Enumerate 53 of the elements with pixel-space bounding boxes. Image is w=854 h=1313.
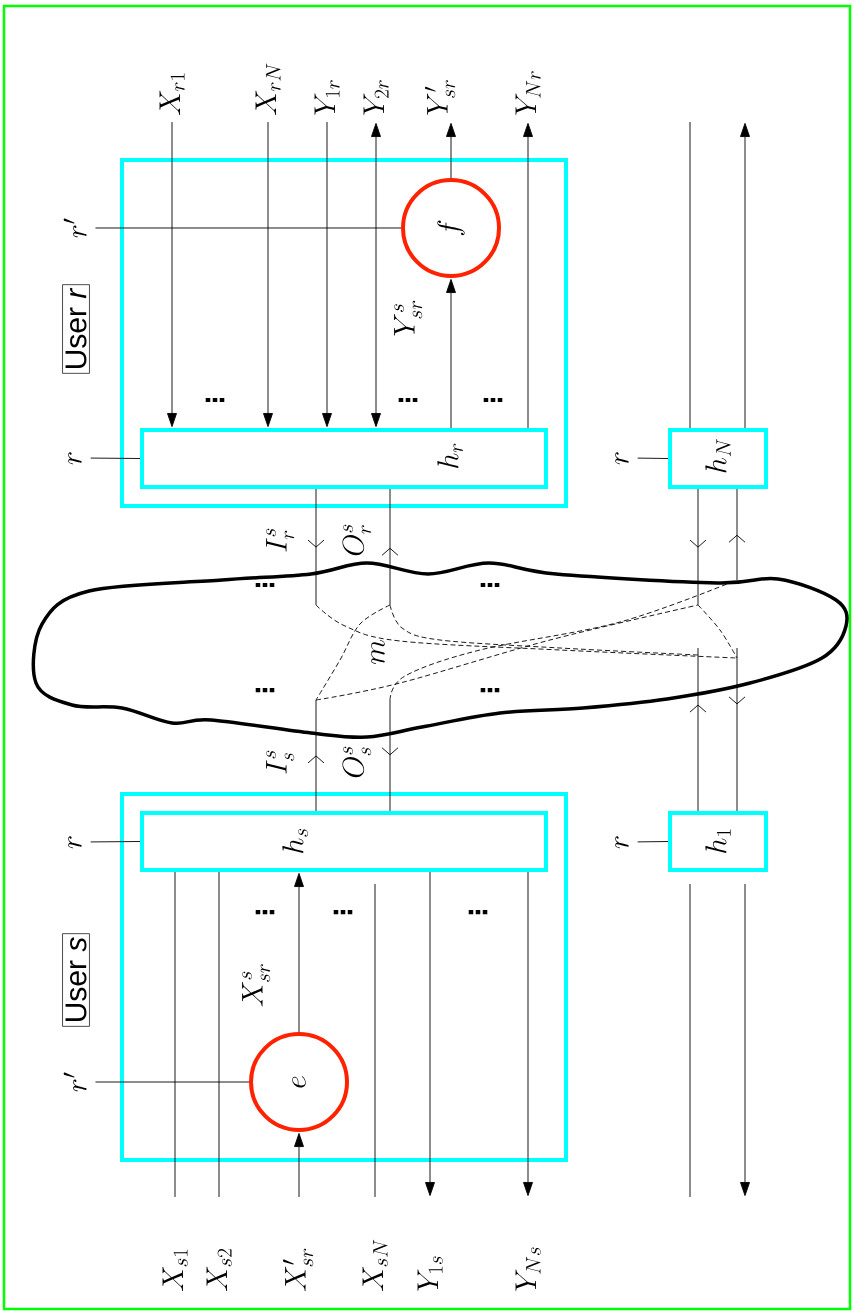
ellipsis-label: ⋮	[398, 397, 418, 403]
ellipsis-label: ⋮	[205, 397, 225, 403]
process-box: $h_r$	[140, 428, 548, 489]
edge-label: $O^s_r$	[342, 522, 372, 558]
node-label: User s	[65, 937, 87, 1022]
arrow	[322, 121, 332, 428]
ellipsis-label: ⋮	[255, 687, 275, 693]
arrow	[446, 279, 456, 429]
edge-label: $X^s_{sr}$	[241, 961, 271, 1009]
edge-label: $Y^s_{sr}$	[393, 298, 423, 338]
node-label: User r	[65, 287, 87, 369]
arrow	[371, 122, 381, 428]
edge-label: $I^s_r$	[265, 526, 295, 554]
signal-label: $X_{s1}$	[162, 1249, 188, 1292]
signal-label: $Y_{Nr}$	[515, 71, 541, 115]
arrow	[740, 883, 750, 1197]
signal-label: $Y'_{sr}$	[424, 80, 456, 115]
input-label: $r'$	[63, 218, 87, 238]
arrow	[425, 871, 435, 1197]
signal-label: $X_{r1}$	[159, 73, 185, 116]
input-label: $r$	[615, 836, 629, 849]
signal-label: $Y_{Ns}$	[515, 1247, 541, 1291]
ellipsis-label: ⋮	[255, 582, 275, 588]
ellipsis-label: ⋮	[483, 397, 503, 403]
arrow	[263, 121, 273, 428]
ellipsis-label: ⋮	[480, 687, 500, 693]
ellipsis-label: ⋮	[480, 582, 500, 588]
process-box: $h_s$	[140, 811, 548, 872]
arrow	[294, 872, 304, 1033]
signal-label: $Y_{2r}$	[363, 80, 389, 115]
process-box: $h_N$	[668, 428, 768, 489]
signal-label: $Y_{1r}$	[314, 80, 340, 115]
arrow	[740, 122, 750, 429]
ellipsis-label: ⋮	[255, 909, 275, 915]
signal-label: $Y_{1s}$	[417, 1256, 443, 1291]
arrow	[523, 122, 533, 429]
ellipsis-label: ⋮	[333, 909, 353, 915]
signal-label: $X'_{sr}$	[282, 1248, 314, 1292]
input-label: $r'$	[63, 1072, 87, 1092]
input-label: $r$	[68, 836, 82, 849]
signal-label: $X_{rN}$	[255, 63, 281, 116]
edge-label: $I^s_s$	[265, 748, 295, 776]
signal-label: $X_{s2}$	[206, 1249, 232, 1292]
arrow	[446, 122, 456, 179]
arrow	[523, 871, 533, 1197]
input-label: $r$	[615, 452, 629, 465]
arrow	[294, 1133, 304, 1198]
ellipsis-label: ⋮	[468, 909, 488, 915]
input-label: $r$	[68, 452, 82, 465]
arrow	[167, 121, 177, 428]
process-box: $h_1$	[668, 811, 768, 872]
signal-label: $X_{sN}$	[362, 1239, 388, 1292]
edge-label: $O^s_s$	[342, 744, 372, 780]
